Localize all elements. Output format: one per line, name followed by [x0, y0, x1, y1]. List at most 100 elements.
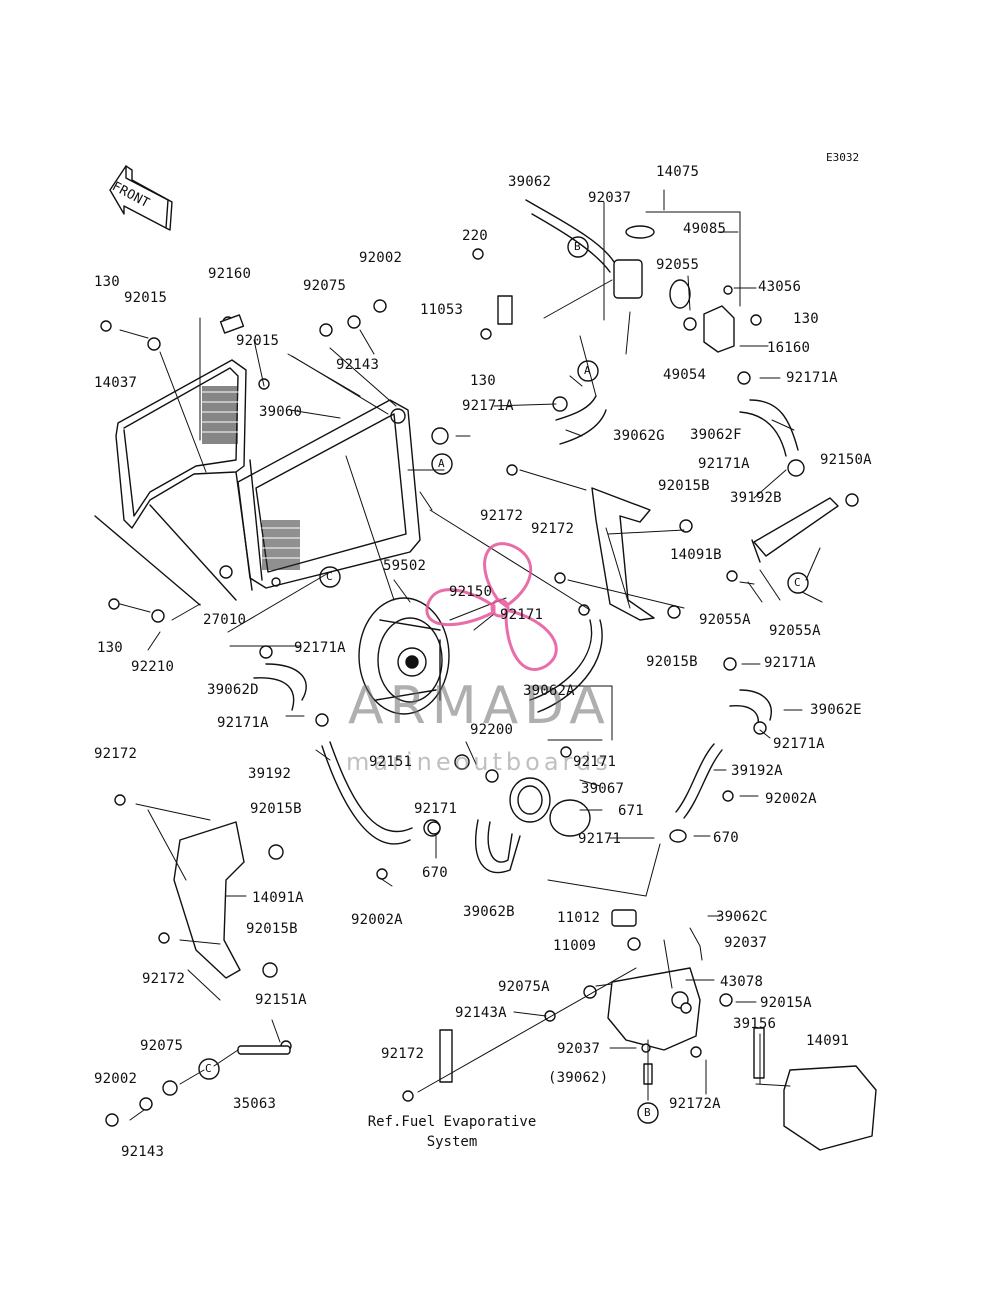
- part-label: 39192B: [730, 490, 782, 506]
- part-label: 43056: [758, 279, 802, 295]
- part-label: 49054: [663, 367, 707, 383]
- part-label: 39062A: [523, 683, 575, 699]
- thermostat-housing: [613, 225, 735, 353]
- part-label: 11009: [553, 938, 597, 954]
- part-label: 39156: [733, 1016, 777, 1032]
- callout-letter-a: A: [584, 364, 591, 377]
- part-label: 39062D: [207, 682, 259, 698]
- part-label: 92002A: [351, 912, 403, 928]
- part-label: 92015A: [760, 995, 812, 1011]
- part-label: 92002: [359, 250, 403, 266]
- part-label: 92150A: [820, 452, 872, 468]
- part-label: 92037: [724, 935, 768, 951]
- part-label: 92002A: [765, 791, 817, 807]
- part-label: 39062C: [716, 909, 768, 925]
- shrouds: [173, 487, 877, 1151]
- radiator-core: [235, 399, 421, 591]
- part-label: 39067: [581, 781, 625, 797]
- part-label: 92015: [124, 290, 168, 306]
- watermark-title: ARMADA: [348, 676, 611, 736]
- part-label: 92143: [336, 357, 380, 373]
- part-label: 92160: [208, 266, 252, 282]
- part-label: 27010: [203, 612, 247, 628]
- part-label: 220: [462, 228, 488, 244]
- part-label: 92055A: [699, 612, 751, 628]
- part-label: 92171: [500, 607, 544, 623]
- reference-note-line1: Ref.Fuel Evaporative: [367, 1114, 537, 1130]
- part-label: 92075: [140, 1038, 184, 1054]
- part-label: 92015B: [246, 921, 298, 937]
- leader-lines: [119, 189, 823, 1121]
- part-label: 92172: [94, 746, 138, 762]
- part-label: 92171A: [217, 715, 269, 731]
- callout-letter-c: C: [794, 576, 801, 589]
- callout-markers: [198, 236, 809, 1124]
- part-label: 92037: [557, 1041, 601, 1057]
- part-label: 92075A: [498, 979, 550, 995]
- part-label: 92172: [381, 1046, 425, 1062]
- part-label: 670: [713, 830, 739, 846]
- part-label: 92143A: [455, 1005, 507, 1021]
- part-label: 671: [618, 803, 644, 819]
- part-label: 92171A: [773, 736, 825, 752]
- part-label: 92055A: [769, 623, 821, 639]
- part-label: 39062E: [810, 702, 862, 718]
- part-label: 92171A: [764, 655, 816, 671]
- part-label: 92015B: [646, 654, 698, 670]
- part-label: 39062: [508, 174, 552, 190]
- part-label: 92171A: [462, 398, 514, 414]
- part-label: 92015B: [250, 801, 302, 817]
- part-label: 130: [94, 274, 120, 290]
- part-label: 92171A: [294, 640, 346, 656]
- part-label: 39062F: [690, 427, 742, 443]
- part-label: 92055: [656, 257, 700, 273]
- part-label: 92037: [588, 190, 632, 206]
- part-label: 39192A: [731, 763, 783, 779]
- part-label: 92172: [531, 521, 575, 537]
- part-label: 130: [793, 311, 819, 327]
- cooling-fan: [358, 597, 450, 715]
- part-label: 92172: [480, 508, 524, 524]
- callout-letter-a: A: [438, 457, 445, 470]
- radiator-side-cover: [94, 359, 247, 606]
- part-label: 39060: [259, 404, 303, 420]
- part-label: 92200: [470, 722, 514, 738]
- fasteners: [100, 248, 859, 1127]
- part-label: (39062): [548, 1070, 609, 1086]
- watermark-propeller: [425, 542, 558, 671]
- callout-letter-b: B: [644, 1106, 651, 1119]
- part-label: 130: [97, 640, 123, 656]
- part-label: 39062G: [613, 428, 665, 444]
- part-label: 92002: [94, 1071, 138, 1087]
- callout-letter-c: C: [205, 1062, 212, 1075]
- part-label: 49085: [683, 221, 727, 237]
- part-label: 670: [422, 865, 448, 881]
- front-arrow-icon: [109, 165, 173, 231]
- part-label: 14091: [806, 1033, 850, 1049]
- part-label: 92015B: [658, 478, 710, 494]
- part-label: 11053: [420, 302, 464, 318]
- part-label: 59502: [383, 558, 427, 574]
- oil-cooler: [423, 777, 687, 843]
- part-label: 92171: [578, 831, 622, 847]
- part-label: 92171A: [698, 456, 750, 472]
- part-label: 92150: [449, 584, 493, 600]
- part-label: 130: [470, 373, 496, 389]
- diagram-code: E3032: [826, 151, 860, 164]
- callout-letter-c: C: [326, 570, 333, 583]
- part-label: 92075: [303, 278, 347, 294]
- part-label: 14091A: [252, 890, 304, 906]
- part-label: 92210: [131, 659, 175, 675]
- part-label: 92151A: [255, 992, 307, 1008]
- reserve-tank: [607, 909, 701, 1051]
- part-label: 92015: [236, 333, 280, 349]
- watermark-subtitle: marineoutboards: [346, 748, 612, 776]
- coolant-pipe: [751, 497, 839, 563]
- part-label: 16160: [767, 340, 811, 356]
- part-label: 39192: [248, 766, 292, 782]
- part-label: 11012: [557, 910, 601, 926]
- part-label: 14075: [656, 164, 700, 180]
- part-label: 92171: [414, 801, 458, 817]
